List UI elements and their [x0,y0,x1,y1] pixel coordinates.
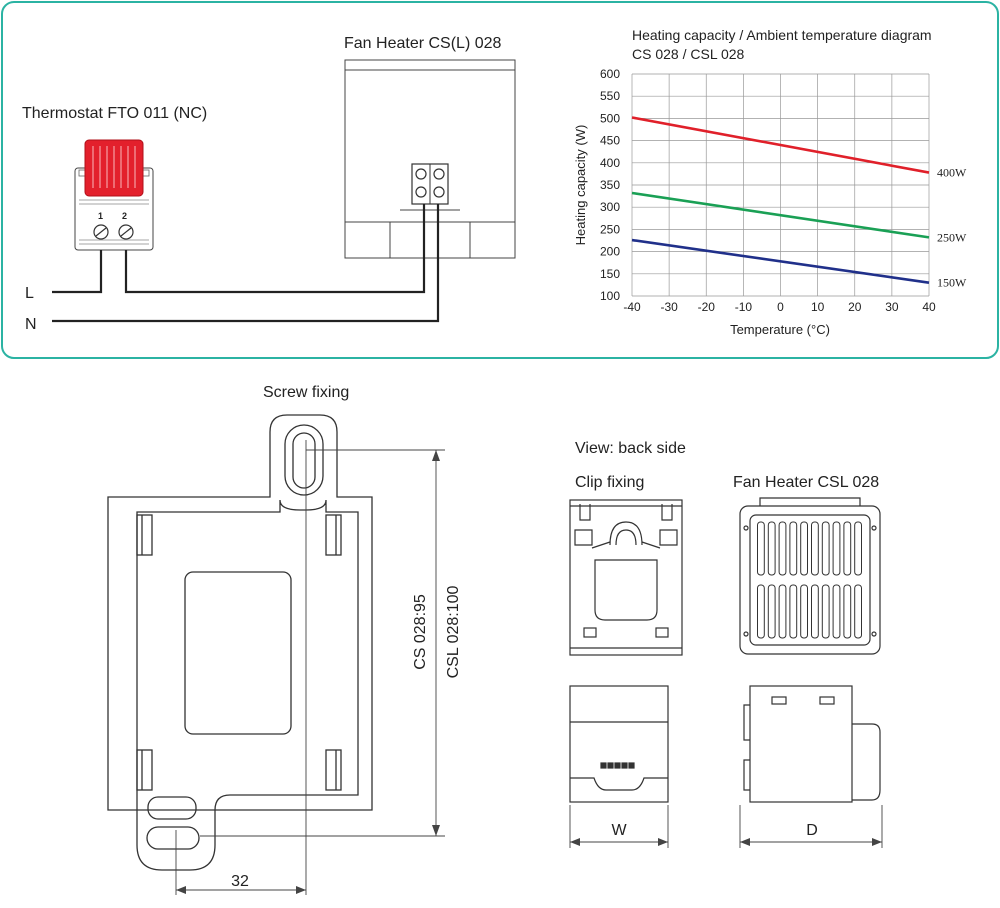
view-back-label: View: back side [575,440,686,457]
y-tick-label: 300 [600,200,620,214]
x-tick-label: 20 [848,300,862,314]
top-frame [1,1,999,359]
y-tick-label: 150 [600,267,620,281]
chart-subtitle: CS 028 / CSL 028 [632,46,745,62]
y-tick-label: 200 [600,245,620,259]
x-tick-label: -20 [698,300,716,314]
clip-slot-lower [146,826,200,850]
x-tick-label: 40 [922,300,936,314]
screw-slot-inner [292,432,316,489]
dim-csl-label: CSL 028:100 [445,585,462,678]
chart-ylabel: Heating capacity (W) [573,125,588,246]
x-tick-label: 0 [777,300,784,314]
y-tick-label: 100 [600,289,620,303]
chart-series: 400W 250W 150W [631,116,967,290]
chart-xlabel: Temperature (°C) [730,322,830,337]
y-tick-label: 400 [600,156,620,170]
series-label-150W: 150W [937,276,967,290]
series-label-250W: 250W [937,230,967,244]
csl-grille [757,521,863,639]
clip-slot-upper [147,796,197,820]
chart-title: Heating capacity / Ambient temperature d… [632,27,932,43]
grille-slot [832,521,841,576]
grille-slot [767,584,776,639]
dim-d-label: D [806,822,818,839]
y-tick-label: 350 [600,178,620,192]
grille-slot [757,584,765,639]
mounting-window [184,571,292,735]
grille-slot [789,584,798,639]
clip-side-view [569,685,669,803]
x-tick-label: -30 [660,300,678,314]
dim-w-label: W [611,822,627,839]
grille-slot [811,521,819,576]
y-tick-label: 550 [600,89,620,103]
terminal-2-label: 2 [122,211,127,221]
clip-fixing-label: Clip fixing [575,474,644,491]
grille-slot [800,584,809,639]
capacity-chart: Heating capacity / Ambient temperature d… [573,27,967,337]
clip-fixing-back-view [569,499,683,656]
csl-side-view [743,685,881,803]
grille-slot [778,521,787,576]
x-tick-label: 10 [811,300,825,314]
series-label-400W: 400W [937,166,967,180]
wire-L [52,250,103,294]
chart-ticks: 100150200250300350400450500550600-40-30-… [600,67,936,314]
csl-back-view [739,497,881,655]
wire-thermostat-heater [124,204,426,294]
screw-fixing-label: Screw fixing [263,384,349,401]
fan-heater-front [344,59,516,259]
x-tick-label: 30 [885,300,899,314]
wiring-diagram [52,59,516,323]
series-line-400W [631,116,930,174]
grille-slot [854,584,863,639]
chart-grid [631,73,930,297]
y-tick-label: 450 [600,134,620,148]
thermostat-label: Thermostat FTO 011 (NC) [22,105,207,122]
line-N-label: N [25,316,37,333]
heater-label: Fan Heater CS(L) 028 [344,35,502,52]
grille-slot [800,521,809,576]
grille-slot [767,521,776,576]
dim-32-label: 32 [231,873,249,890]
x-tick-label: -40 [623,300,641,314]
line-L-label: L [25,285,34,302]
grille-slot [854,521,863,576]
series-line-250W [631,191,930,239]
y-tick-label: 500 [600,111,620,125]
screw-slot-outer [284,424,324,496]
grille-slot [832,584,841,639]
thermostat [74,139,154,251]
grille-slot [843,584,852,639]
grille-slot [778,584,787,639]
dim-cs-label: CS 028:95 [412,594,429,670]
grille-slot [843,521,852,576]
grille-slot [757,521,765,576]
x-tick-label: -10 [735,300,753,314]
mounting-plate-inner [136,499,359,811]
grille-slot [821,521,830,576]
terminal-1-label: 1 [98,211,103,221]
grille-slot [821,584,830,639]
mounting-plate-outline [107,414,373,871]
wire-N [52,204,440,323]
mounting-drawing [107,414,445,895]
grille-slot [811,584,819,639]
y-tick-label: 600 [600,67,620,81]
grille-slot [789,521,798,576]
csl-heater-label: Fan Heater CSL 028 [733,474,879,491]
y-tick-label: 250 [600,222,620,236]
series-line-150W [631,238,930,284]
